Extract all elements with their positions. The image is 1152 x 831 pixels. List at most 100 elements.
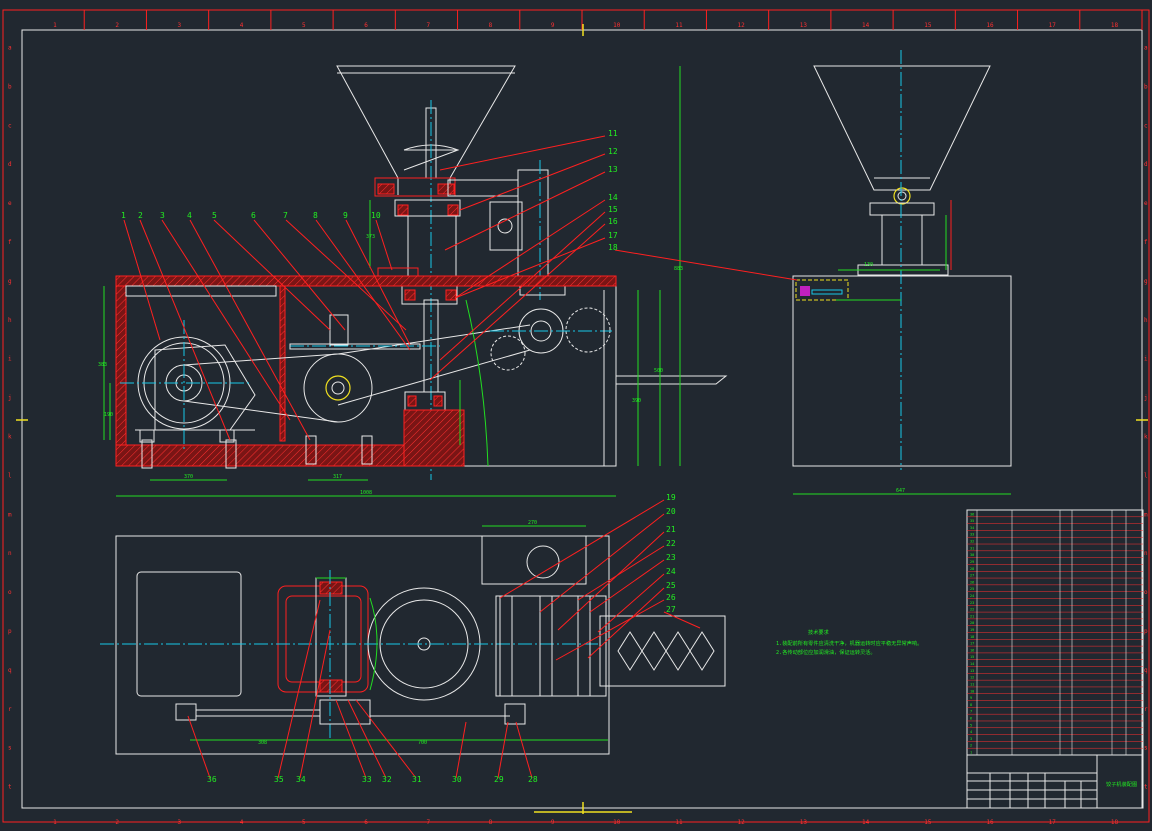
callout-31: 31 [412, 775, 422, 784]
ruler-mark: 7 [426, 22, 430, 29]
bom-row-number: 22 [970, 608, 974, 612]
plan-base [115, 535, 610, 755]
bom-row-number: 25 [970, 587, 974, 591]
ruler-mark: m [8, 511, 12, 518]
callout-14: 14 [608, 193, 618, 202]
side-body [792, 275, 1012, 467]
ruler-mark: 5 [302, 819, 306, 826]
ruler-mark: l [8, 472, 12, 479]
ruler-mark: 14 [862, 819, 870, 826]
ruler-mark: 15 [924, 22, 932, 29]
ruler-mark: 3 [178, 819, 182, 826]
ruler-mark: 4 [240, 22, 244, 29]
bom-row-number: 12 [970, 676, 974, 680]
ruler-mark: 12 [738, 22, 746, 29]
ruler-mark: 10 [613, 819, 621, 826]
callout-23: 23 [666, 553, 676, 562]
ruler-mark: r [1144, 706, 1148, 713]
upper-housing [374, 177, 456, 197]
ruler-mark: a [8, 44, 12, 51]
ruler-mark: e [1144, 200, 1148, 207]
callout-3: 3 [160, 211, 165, 220]
bom-row-number: 29 [970, 560, 974, 564]
callout-leaders [123, 135, 701, 779]
ruler-mark: 14 [862, 22, 870, 29]
ruler-mark: p [1144, 628, 1148, 635]
ruler-mark: e [8, 200, 12, 207]
bom-row-number: 5 [970, 723, 972, 727]
ruler-mark: 2 [115, 22, 119, 29]
dim-mid-height: 500 [654, 368, 663, 374]
ruler-mark: o [1144, 589, 1148, 596]
bom-row-number: 24 [970, 594, 974, 598]
ruler-mark: h [8, 317, 12, 324]
callout-8: 8 [313, 211, 318, 220]
dim-side-h4: 373 [366, 234, 375, 240]
tech-note-2: 2.各传动部位应加润滑油，保证运转灵活。 [776, 648, 876, 656]
bom-row-number: 18 [970, 635, 974, 639]
callout-30: 30 [452, 775, 462, 784]
ruler-mark: k [1144, 433, 1148, 440]
ruler-mark: n [1144, 550, 1148, 557]
ruler-mark: b [8, 83, 12, 90]
ruler-mark: o [8, 589, 12, 596]
side-hopper [813, 65, 991, 191]
dim-small: 130 [864, 262, 873, 268]
callout-1: 1 [121, 211, 126, 220]
ruler-mark: f [1144, 239, 1148, 246]
ruler-mark: 17 [1049, 22, 1057, 29]
ruler-mark: 11 [675, 22, 683, 29]
ruler-mark: k [8, 433, 12, 440]
ruler-mark: m [1144, 511, 1148, 518]
callout-4: 4 [187, 211, 192, 220]
callout-22: 22 [666, 539, 676, 548]
dim-side-h3: 190 [104, 412, 113, 418]
bom-row-number: 3 [970, 737, 972, 741]
big-pulley [303, 353, 373, 423]
bom-row-number: 34 [970, 526, 974, 530]
bom-row-number: 23 [970, 601, 974, 605]
callout-17: 17 [608, 231, 618, 240]
callout-26: 26 [666, 593, 676, 602]
side-view [614, 50, 1012, 495]
callout-10: 10 [371, 211, 381, 220]
title-block: 饺子机装配图 [966, 754, 1144, 809]
dim-side-h1: 390 [632, 398, 641, 404]
dim-top-plan: 270 [528, 520, 537, 526]
callout-11: 11 [608, 129, 618, 138]
tech-notes: 技术要求 1.装配前所有零件应清洗干净，机器运转时应平稳无异常声响。 2.各传动… [776, 628, 922, 656]
ruler-mark: 2 [115, 819, 119, 826]
bom-row-number: 27 [970, 574, 974, 578]
plan-gearbox [277, 585, 369, 693]
bom-row-number: 4 [970, 730, 972, 734]
ruler-mark: q [1144, 667, 1148, 674]
callout-21: 21 [666, 525, 676, 534]
ruler-mark: c [1144, 122, 1148, 129]
tech-notes-heading: 技术要求 [808, 628, 830, 636]
ruler-mark: i [1144, 356, 1148, 363]
dim-plan-left: 308 [258, 740, 267, 746]
plan-mould [599, 615, 726, 687]
bom-row-number: 17 [970, 642, 974, 646]
ruler-mark: b [1144, 83, 1148, 90]
bom-row-number: 30 [970, 553, 974, 557]
bom-row-number: 10 [970, 689, 974, 693]
bom-row-number: 21 [970, 614, 974, 618]
ruler-mark: c [8, 122, 12, 129]
callout-20: 20 [666, 507, 676, 516]
bom-row-number: 1 [970, 751, 972, 755]
plan-view [100, 525, 726, 755]
ruler-mark: a [1144, 44, 1148, 51]
ruler-mark: j [8, 395, 12, 402]
callout-34: 34 [296, 775, 306, 784]
callout-33: 33 [362, 775, 372, 784]
bom-row-number: 7 [970, 710, 972, 714]
plan-motor [136, 571, 242, 697]
callout-13: 13 [608, 165, 618, 174]
callout-19: 19 [666, 493, 676, 502]
ruler-mark: 11 [675, 819, 683, 826]
frame-rulers: 1122334455667788991010111112121313141415… [8, 10, 1148, 826]
ruler-mark: 5 [302, 22, 306, 29]
ruler-mark: t [8, 784, 12, 791]
